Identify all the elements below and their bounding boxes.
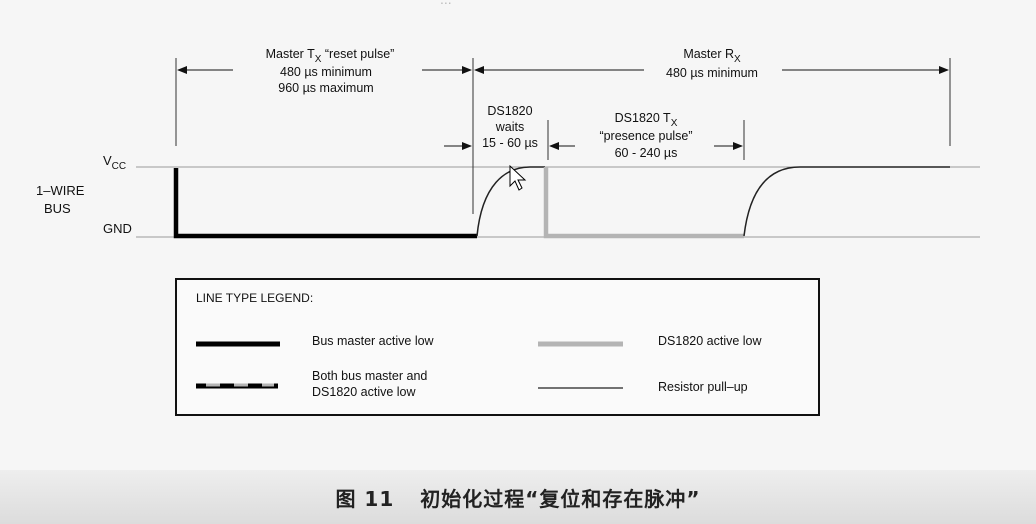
waveform-ds-presence [543, 167, 744, 239]
legend-label-master: Bus master active low [312, 334, 435, 348]
ds-waits-line2: waits [495, 120, 524, 134]
figure-caption: 图 11 初始化过程“复位和存在脉冲” [0, 483, 1036, 512]
legend-label-ds: DS1820 active low [658, 334, 763, 348]
vcc-label: VCC [103, 153, 126, 172]
caption-bar [0, 470, 1036, 524]
ds-waits-line3: 15 - 60 µs [482, 136, 538, 150]
cursor-icon [509, 164, 527, 191]
bus-label-line1: 1–WIRE [36, 183, 85, 198]
ds-tx-line2: “presence pulse” [599, 129, 692, 143]
figure-title: 初始化过程“复位和存在脉冲” [420, 487, 701, 511]
legend-label-pullup: Resistor pull–up [658, 380, 748, 394]
master-tx-line1: Master TX “reset pulse” [266, 47, 395, 65]
waveform-pullup-rise-1 [476, 166, 545, 237]
waveform-pullup-rise-2 [743, 166, 950, 237]
master-rx-line1: Master RX [683, 47, 741, 65]
ds-tx-line3: 60 - 240 µs [615, 146, 678, 160]
ds-tx-line1: DS1820 TX [615, 111, 678, 129]
master-tx-line2: 480 µs minimum [280, 65, 372, 79]
master-tx-line3: 960 µs maximum [278, 81, 373, 95]
master-rx-line2: 480 µs minimum [666, 66, 758, 80]
figure-number: 图 11 [335, 487, 395, 511]
gnd-label: GND [103, 221, 132, 236]
waveform-master-low [173, 168, 477, 239]
legend-label-both-2: DS1820 active low [312, 385, 417, 399]
top-cut-text: ... [440, 0, 452, 7]
ds-waits-line1: DS1820 [487, 104, 532, 118]
bus-label-line2: BUS [44, 201, 71, 216]
legend-swatch-both [196, 383, 278, 389]
legend-label-both-1: Both bus master and [312, 369, 427, 383]
legend-box [175, 278, 820, 416]
legend-title: LINE TYPE LEGEND: [196, 291, 313, 305]
